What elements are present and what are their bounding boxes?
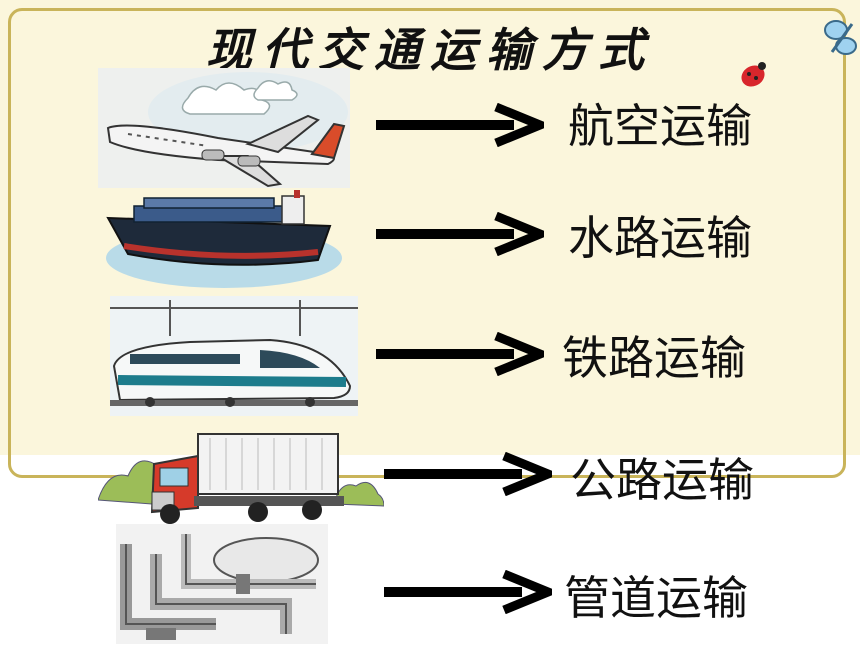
butterfly-icon (824, 20, 857, 55)
truck-icon (98, 433, 384, 524)
cargo-ship-icon (106, 190, 342, 288)
arrow-icon (384, 452, 552, 496)
label-air-transport: 航空运输 (568, 99, 752, 153)
label-water-transport: 水路运输 (568, 211, 752, 265)
label-pipeline-transport: 管道运输 (564, 571, 748, 625)
bullet-train-icon (110, 296, 358, 416)
arrow-icon (376, 212, 544, 256)
airplane-icon (98, 68, 350, 188)
label-road-transport: 公路运输 (570, 453, 754, 507)
arrow-icon (384, 570, 552, 614)
label-rail-transport: 铁路运输 (562, 331, 746, 385)
ladybug-icon (741, 62, 766, 87)
pipeline-icon (116, 524, 328, 644)
arrow-icon (376, 332, 544, 376)
arrow-icon (376, 103, 544, 147)
